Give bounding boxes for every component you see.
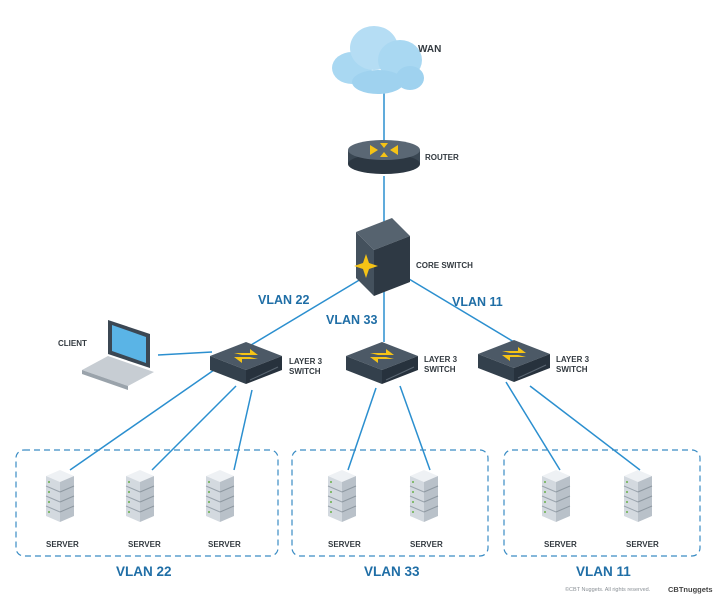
vlan33-group: [291, 449, 489, 557]
link-l3-11-srv1: [505, 381, 561, 471]
link-l3-22-srv3: [233, 389, 253, 471]
server-label: SERVER: [46, 540, 79, 549]
layer3-switch-vlan11-icon: [477, 339, 551, 383]
server-label: SERVER: [208, 540, 241, 549]
link-l3-33-srv2: [399, 385, 431, 471]
link-l3-33-srv1: [347, 387, 377, 471]
wan-label: WAN: [418, 44, 441, 55]
server-icon: [45, 469, 75, 523]
brand-logo-text: CBTnuggets: [668, 585, 713, 594]
server-label: SERVER: [328, 540, 361, 549]
server-label: SERVER: [544, 540, 577, 549]
layer3-switch-vlan33-icon: [345, 341, 419, 385]
core-switch-label: CORE SWITCH: [416, 261, 473, 270]
server-label: SERVER: [128, 540, 161, 549]
link-label-vlan-11: VLAN 11: [452, 295, 503, 309]
link-label-vlan-22: VLAN 22: [258, 293, 309, 307]
link-l3-22-srv2: [151, 385, 237, 471]
copyright-text: ©CBT Nuggets. All rights reserved.: [565, 586, 651, 593]
router-label: ROUTER: [425, 153, 459, 162]
server-icon: [205, 469, 235, 523]
connections: [69, 88, 641, 471]
wan-cloud-icon: [332, 26, 424, 94]
client-label: CLIENT: [58, 339, 87, 348]
server-icon: [541, 469, 571, 523]
vlan11-group: [503, 449, 701, 557]
vlan22-group: [15, 449, 279, 557]
link-l3-11-srv2: [529, 385, 641, 471]
link-l3-22-srv1: [69, 369, 215, 471]
l3-switch-vlan33-label-line1: LAYER 3: [424, 355, 458, 364]
link-core-l3-11: [403, 275, 515, 343]
server-icon: [409, 469, 439, 523]
group-label-vlan-11: VLAN 11: [576, 564, 631, 579]
l3-switch-vlan11-label-line1: LAYER 3: [556, 355, 590, 364]
server-label: SERVER: [410, 540, 443, 549]
link-core-l3-22: [245, 275, 367, 349]
router-icon: [348, 140, 420, 174]
server-icon: [327, 469, 357, 523]
l3-switch-vlan22-label-line2: SWITCH: [289, 367, 321, 376]
link-client-l3: [157, 351, 213, 356]
link-label-vlan-33: VLAN 33: [326, 313, 377, 327]
group-label-vlan-33: VLAN 33: [364, 564, 420, 579]
client-laptop-icon: [82, 320, 154, 390]
l3-switch-vlan33-label-line2: SWITCH: [424, 365, 456, 374]
core-switch-icon: [354, 218, 410, 296]
layer3-switch-vlan22-icon: [209, 341, 283, 385]
l3-switch-vlan11-label-line2: SWITCH: [556, 365, 588, 374]
l3-switch-vlan22-label-line1: LAYER 3: [289, 357, 323, 366]
group-label-vlan-22: VLAN 22: [116, 564, 172, 579]
server-label: SERVER: [626, 540, 659, 549]
server-icon: [623, 469, 653, 523]
server-icon: [125, 469, 155, 523]
